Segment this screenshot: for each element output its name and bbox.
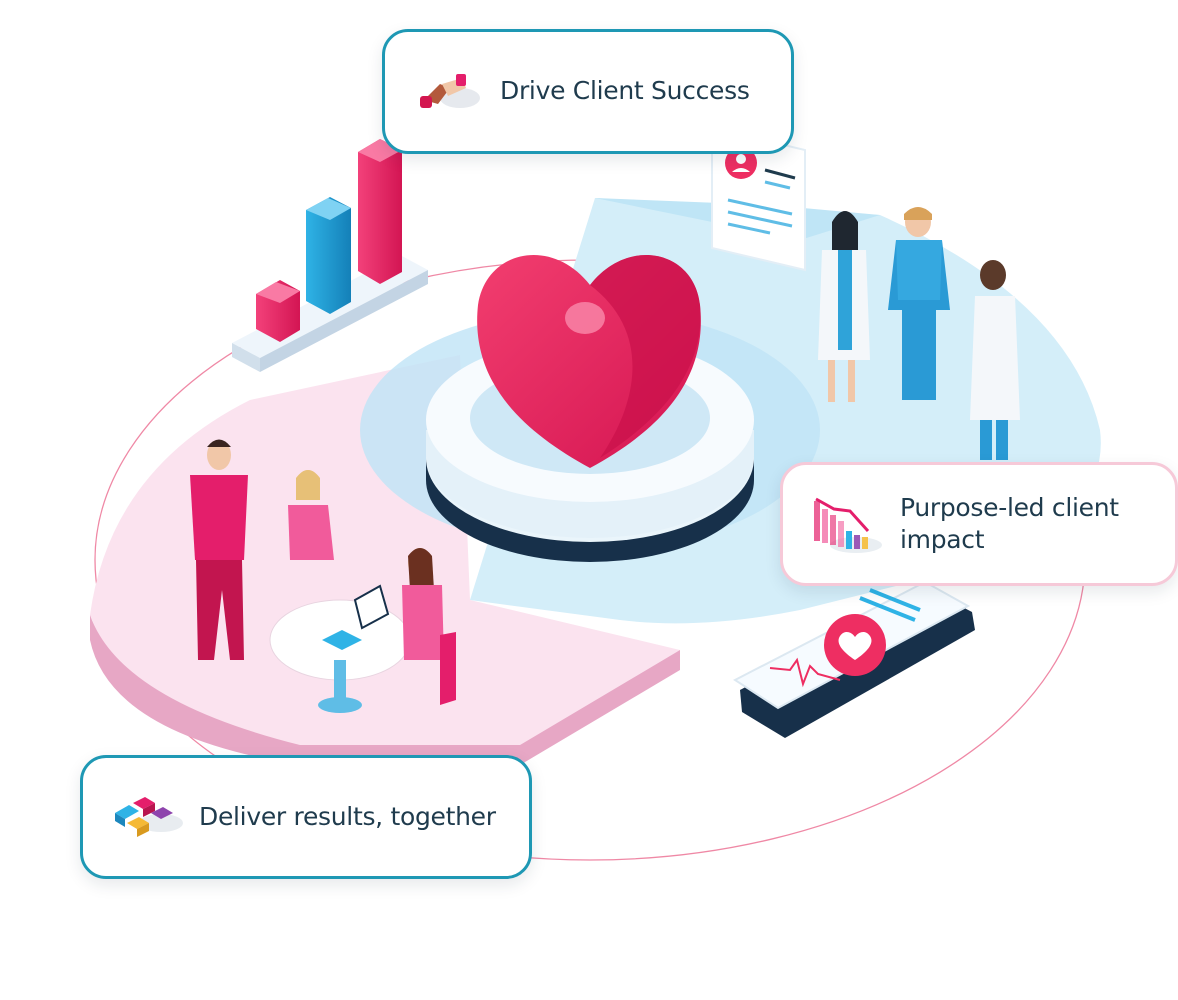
bar-chart-icon: [814, 497, 882, 553]
medical-team-illustration: [818, 207, 1020, 460]
card-purpose-led-client-impact: Purpose-led client impact: [780, 462, 1178, 586]
card-deliver-results-together: Deliver results, together: [80, 755, 532, 879]
profile-card-illustration: [711, 126, 806, 272]
bar-chart-illustration: [232, 139, 428, 372]
puzzle-blocks-icon: [115, 797, 183, 837]
card-purpose-label: Purpose-led client impact: [900, 492, 1119, 555]
card-drive-client-success: Drive Client Success: [382, 29, 794, 154]
card-drive-label: Drive Client Success: [500, 76, 750, 106]
card-deliver-label: Deliver results, together: [199, 801, 496, 831]
phone-illustration: [733, 580, 975, 738]
heart-icon: [477, 254, 701, 468]
handshake-icon: [420, 73, 480, 108]
team-meeting-illustration: [190, 439, 456, 713]
